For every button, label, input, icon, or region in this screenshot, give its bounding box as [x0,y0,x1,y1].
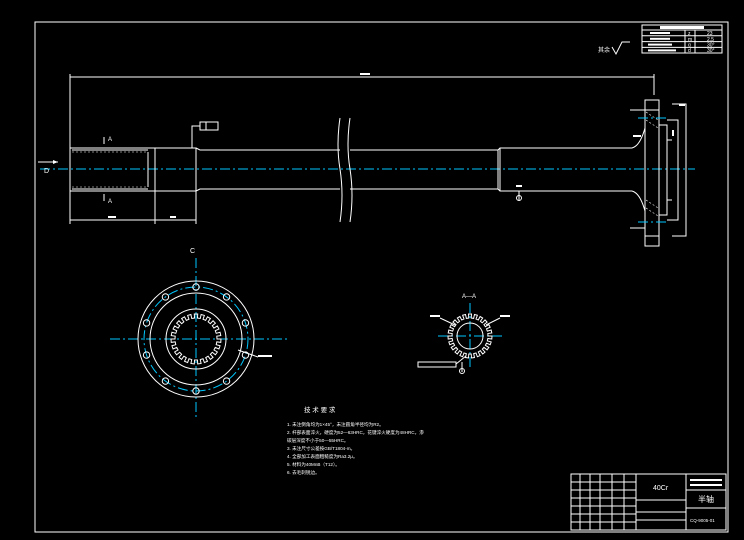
bolt-hole [222,377,231,385]
svg-text:其余: 其余 [598,46,610,54]
tech-req-item-5: 4. 全部加工表面粗糙度为Ra3.2μ。 [287,453,358,460]
bolt-hole [241,351,250,359]
spline-table-r1-value: 23 [707,31,713,37]
section-mark-bottom: A [108,199,112,205]
tech-req-item-4: 3. 未注尺寸公差按GB/T1804-m。 [287,445,355,452]
title-block-material: 40Cr [653,485,669,492]
spline-table-r2-value: 2.5 [707,37,714,43]
spline-table-r1-symbol: z [688,31,691,37]
drawing-frame [34,21,729,533]
bolt-hole [142,319,151,327]
tech-req-item-6: 5. 材料为40MnB（T12）。 [287,461,340,468]
view-arrow-label: D [44,168,49,175]
spline-parameter-table: z 23 m 2.5 α 30° d 30° [641,24,723,54]
section-view-label: A—A [462,294,476,300]
roughness-note: 其余 [598,41,630,56]
spline-table-r3-symbol: α [688,43,691,49]
tech-req-item-2: 2. 杆部表面淬火，硬度为52—63HRC，花键淬火硬度为48HRC，渗 [287,429,424,436]
bolt-hole [161,377,170,385]
spline-table-r4-value: 30° [707,48,715,54]
section-a-a-view: A—A [417,294,510,374]
spline-teeth-outline [170,313,222,365]
end-view-label: C [190,248,195,255]
section-mark-top: A [108,137,112,143]
spline-table-r3-value: 30° [707,43,715,49]
technical-requirements: 技 术 要 求 1. 未注倒角均为1×45°，未注圆角半径均为R2。 2. 杆部… [287,405,424,476]
title-block-drawing-number: CQ-9005-01 [690,518,715,523]
section-spline-outline [447,313,493,359]
shaft-main-view: D A A [38,99,695,247]
bolt-hole [192,283,200,291]
bolt-hole [142,351,151,359]
bolt-hole [192,387,200,395]
bolt-hole [241,319,250,327]
spline-table-r2-symbol: m [688,37,692,43]
tech-req-item-3: 碳层深度不小于50—55HRC。 [287,437,349,444]
tech-req-item-1: 1. 未注倒角均为1×45°，未注圆角半径均为R2。 [287,421,384,428]
tech-req-item-7: 6. 去毛刺锐边。 [287,469,320,476]
tech-req-title: 技 术 要 求 [304,405,336,414]
bolt-hole [222,293,231,301]
spline-table-r4-symbol: d [688,48,691,54]
title-block: 40Cr 半轴 CQ-9005-01 [570,473,727,531]
bolt-hole [161,293,170,301]
flange-bolt-holes [142,283,250,395]
title-block-part-name: 半轴 [698,494,714,504]
flange-end-view: C [110,248,290,420]
overall-length-dimension [69,73,655,148]
